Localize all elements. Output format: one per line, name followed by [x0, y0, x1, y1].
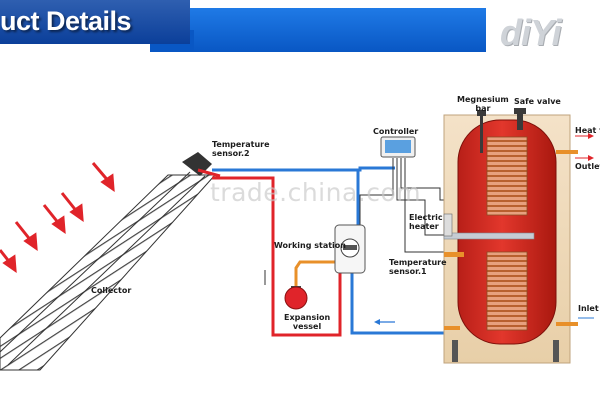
- label-line: Expansion: [284, 313, 331, 322]
- flow-arrow: [374, 319, 395, 325]
- label-safe-valve: Safe valve: [514, 97, 561, 106]
- header-banner: [0, 0, 190, 44]
- solar-collector: [0, 171, 217, 371]
- label-inlet: Inlet: [578, 304, 599, 313]
- label-line: sensor.1: [389, 267, 427, 276]
- sun-ray-arrows: [0, 162, 115, 274]
- controller-unit: [380, 136, 416, 158]
- label-expansion-vessel: Expansion vessel: [284, 313, 330, 331]
- working-station-pump: [334, 224, 366, 274]
- label-temperature-sensor-2: Temperature sensor.2: [212, 140, 270, 158]
- label-magnesium-bar: Megnesium bar: [457, 95, 509, 113]
- storage-tank: [443, 108, 594, 364]
- label-line: heater: [409, 222, 439, 231]
- expansion-vessel-tank: [284, 286, 308, 310]
- label-electric-heater: Electric heater: [409, 213, 443, 231]
- label-controller: Controller: [373, 127, 419, 136]
- brand-logo: diYi: [500, 12, 562, 53]
- label-working-station: Working station: [274, 241, 346, 250]
- label-line: vessel: [292, 322, 322, 331]
- label-outlet: Outlet: [575, 162, 600, 171]
- cold-pipes: [212, 166, 447, 335]
- controller-wiring: [359, 158, 452, 262]
- label-line: Electric: [409, 213, 443, 222]
- label-temperature-sensor-1: Temperature sensor.1: [389, 258, 447, 276]
- label-line: sensor.2: [212, 149, 250, 158]
- temperature-sensor-2: [182, 152, 221, 178]
- page-title: uct Details: [0, 6, 132, 36]
- label-line: bar: [475, 104, 491, 113]
- label-heat-flow: Heat fl: [575, 126, 600, 135]
- label-line: Temperature: [389, 258, 447, 267]
- label-collector: Collector: [91, 286, 132, 295]
- label-line: Temperature: [212, 140, 270, 149]
- watermark: trade.china.com: [210, 178, 422, 207]
- expansion-pipe: [294, 260, 338, 288]
- hot-pipes: [212, 176, 342, 337]
- label-line: Megnesium: [457, 95, 509, 104]
- header-stripe: [180, 8, 486, 52]
